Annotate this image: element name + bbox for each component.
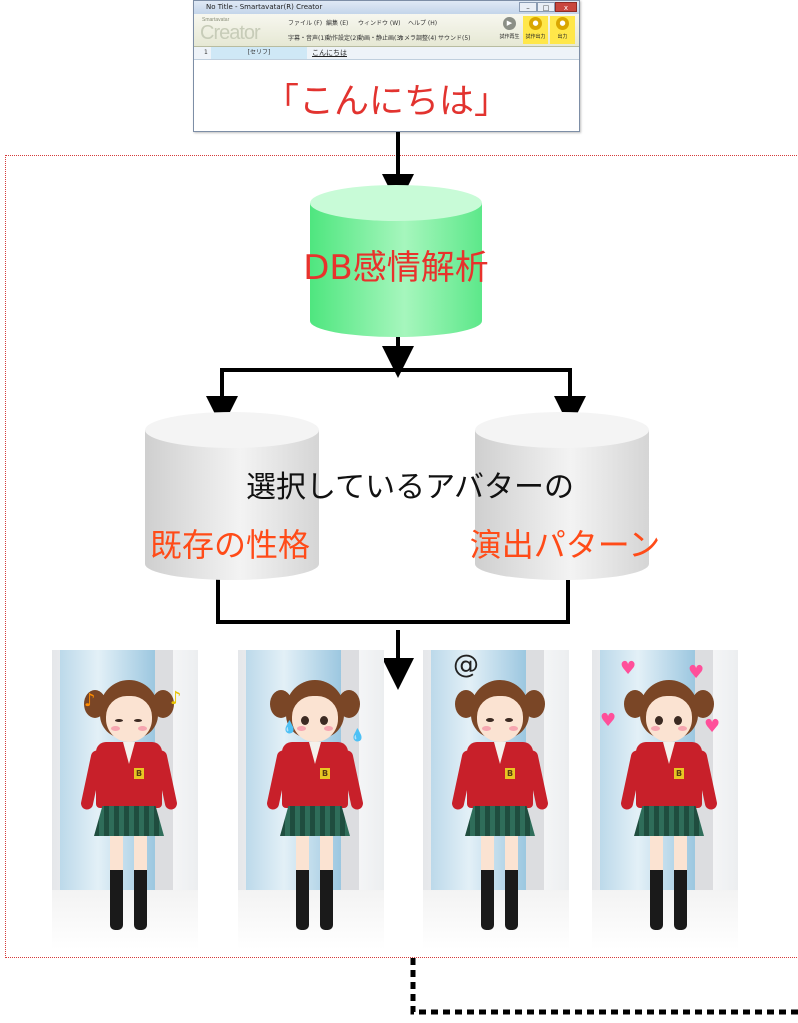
tab-subtitle-audio[interactable]: 字幕・音声(1) (288, 35, 327, 42)
branch-line (220, 368, 572, 410)
menu-edit[interactable]: 編集 (E) (326, 20, 349, 27)
app-logo: Creator (200, 22, 261, 44)
editor-header: 1 [セリフ] こんにちは (194, 47, 579, 60)
avatar-panel-nervous: B 💧 💧 (238, 650, 384, 950)
avatar-panel-love: B ♥ ♥ ♥ ♥ (592, 650, 738, 950)
tab-motion[interactable]: 動作設定(2) (326, 35, 359, 42)
menu-help[interactable]: ヘルプ (H) (408, 20, 438, 27)
preview-play-button[interactable]: ▶ 試作再生 (497, 16, 522, 44)
preview-play-label: 試作再生 (499, 34, 520, 40)
dashed-output-line (410, 958, 798, 1015)
heart-icon: ♥ (704, 716, 721, 737)
db-emotion-analysis-label: DB感情解析 (303, 248, 489, 288)
avatar-character: B (450, 670, 550, 940)
avatar-character: B (79, 670, 179, 940)
music-note-icon: ♪ (84, 690, 96, 711)
heart-icon: ♥ (620, 658, 637, 679)
pattern-cylinder (475, 412, 649, 580)
output-preview-icon: ● (529, 17, 542, 30)
toolbar: Smartavatar Creator ファイル (F) 編集 (E) ウィンド… (194, 14, 579, 47)
personality-cylinder (145, 412, 319, 580)
window-title: No Title - Smartavatar(R) Creator (206, 3, 323, 11)
avatar-panel-happy: B ♪ ♪ (52, 650, 198, 950)
merge-line (216, 568, 570, 624)
db-cylinder (310, 185, 482, 337)
tab-camera[interactable]: カメラ調整(4) (398, 35, 437, 42)
avatar-character: B (265, 670, 365, 940)
sweat-drop-icon: 💧 (282, 720, 297, 734)
output-icon: ● (556, 17, 569, 30)
tab-sound[interactable]: サウンド(5) (438, 35, 471, 42)
maximize-button[interactable]: □ (537, 2, 555, 12)
processing-region (5, 155, 798, 958)
selected-avatar-label: 選択しているアバターの (246, 470, 574, 505)
menu-window[interactable]: ウィンドウ (W) (358, 20, 401, 27)
app-window: No Title - Smartavatar(R) Creator – □ x … (193, 0, 580, 132)
heart-icon: ♥ (688, 662, 705, 683)
existing-personality-label: 既存の性格 (149, 526, 310, 564)
menu-file[interactable]: ファイル (F) (288, 20, 323, 27)
heart-icon: ♥ (600, 710, 617, 731)
avatar-character: B (619, 670, 719, 940)
preview-output-button[interactable]: ● 試作出力 (523, 16, 548, 44)
avatar-panel-annoyed: B @ (423, 650, 569, 950)
output-button[interactable]: ● 出力 (550, 16, 575, 44)
output-label: 出力 (557, 34, 568, 40)
line-text-field[interactable]: こんにちは (312, 49, 347, 57)
scribble-icon: @ (453, 650, 479, 680)
column-header: [セリフ] (211, 47, 307, 59)
row-number: 1 (204, 49, 208, 56)
window-titlebar: No Title - Smartavatar(R) Creator (194, 1, 579, 14)
input-text-display: 「こんにちは」 (263, 82, 509, 122)
preview-output-label: 試作出力 (525, 34, 546, 40)
performance-pattern-label: 演出パターン (469, 526, 661, 564)
tab-video-still[interactable]: 動画・静止画(3) (358, 35, 403, 42)
play-icon: ▶ (503, 17, 516, 30)
sweat-drop-icon: 💧 (350, 728, 365, 742)
music-note-icon: ♪ (170, 688, 182, 709)
minimize-button[interactable]: – (519, 2, 537, 12)
logo-subtext: Smartavatar (202, 17, 230, 23)
close-button[interactable]: x (555, 2, 577, 12)
